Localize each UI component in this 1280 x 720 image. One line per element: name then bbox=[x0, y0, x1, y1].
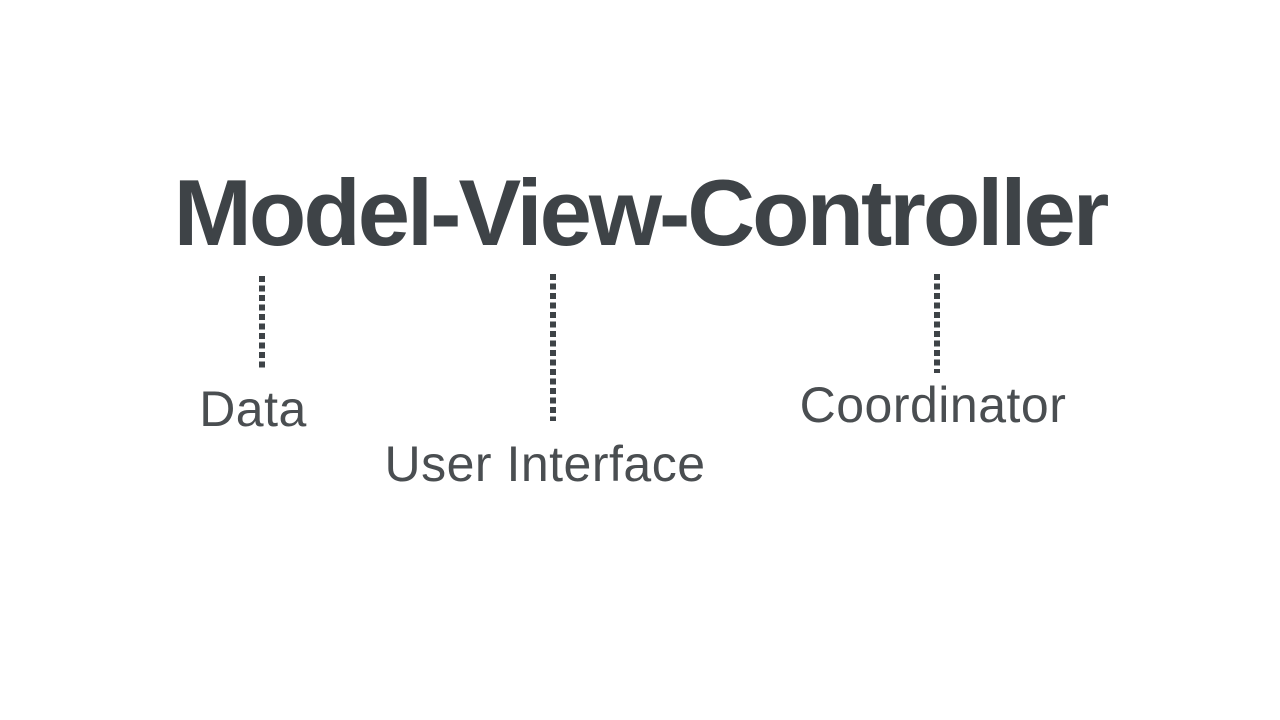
dotted-connector-view bbox=[550, 274, 556, 421]
callout-label-model: Data bbox=[199, 381, 307, 437]
dotted-connector-controller bbox=[934, 274, 940, 373]
callout-label-controller: Coordinator bbox=[799, 377, 1067, 433]
callout-label-view: User Interface bbox=[384, 436, 706, 492]
dotted-connector-model bbox=[259, 276, 265, 369]
slide-title: Model-View-Controller bbox=[173, 160, 1110, 265]
